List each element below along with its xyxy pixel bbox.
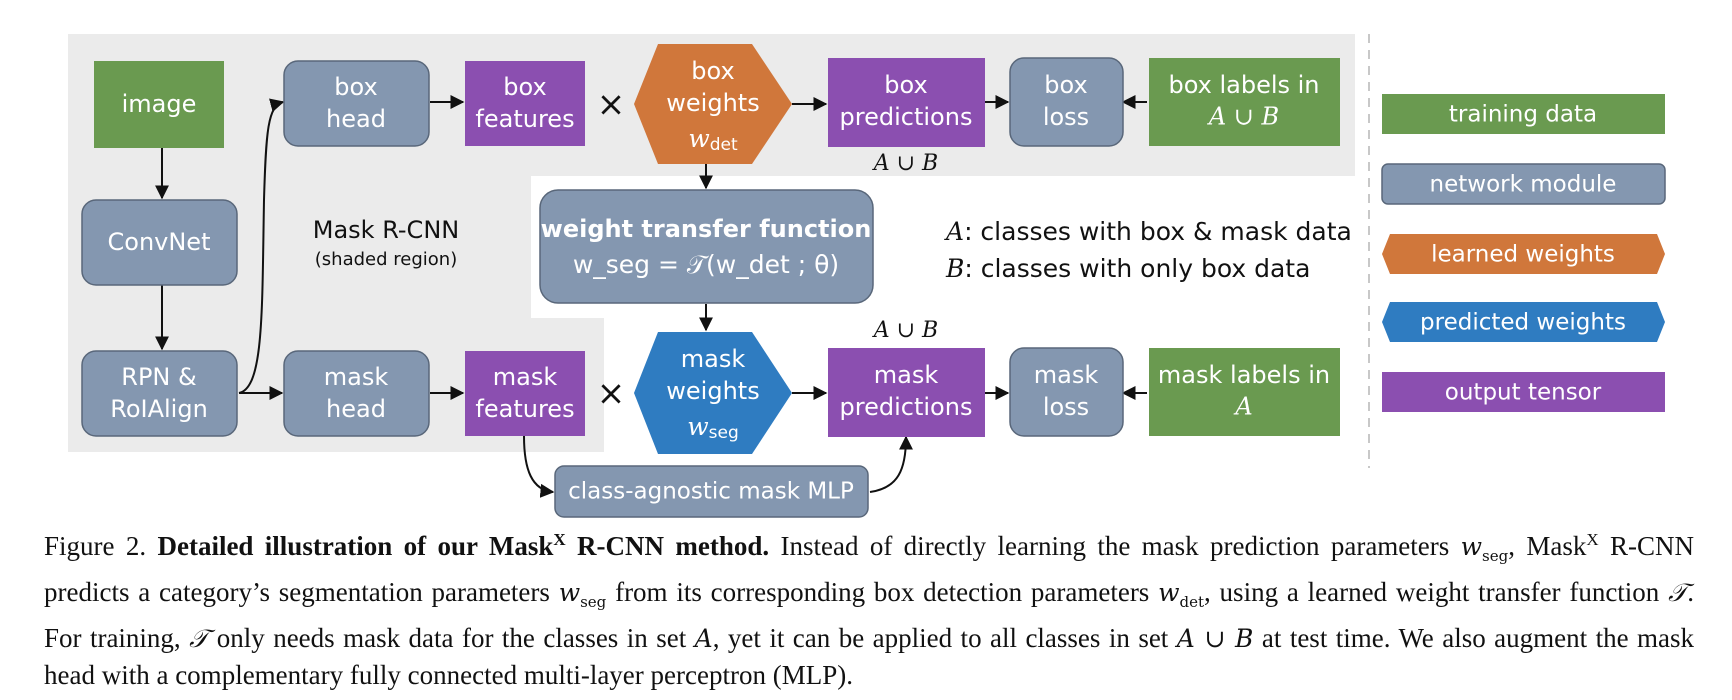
caption-title: Detailed illustration of our MaskX R-CNN…: [157, 530, 770, 561]
legend-predicted-weights-label: predicted weights: [1420, 310, 1626, 336]
mlp-node: class-agnostic mask MLP: [554, 465, 869, 518]
rpn-roialign-node: RPN & RoIAlign: [81, 350, 238, 437]
mask-weights-node: mask weights wseg: [634, 332, 792, 454]
weight-transfer-function-node: weight transfer function w_seg = 𝒯(w_det…: [539, 189, 874, 304]
mask-features-node: mask features: [465, 351, 585, 436]
mask-loss-label-line1: mask: [1034, 361, 1099, 389]
mask-labels-set: A: [1233, 393, 1252, 421]
box-loss-node: box loss: [1009, 57, 1124, 147]
legend: training data network module learned wei…: [1381, 94, 1666, 412]
box-weights-label-line1: box: [691, 57, 734, 85]
box-labels-node: box labels in A ∪ B: [1149, 58, 1340, 146]
rpn-label-line1: RPN &: [121, 363, 196, 391]
caption-text-7: only needs mask data for the classes in …: [216, 623, 687, 653]
box-weights-symbol: wdet: [688, 124, 738, 156]
convnet-label: ConvNet: [108, 228, 211, 256]
mask-loss-label-line2: loss: [1043, 393, 1089, 421]
legend-network-module: network module: [1381, 163, 1666, 205]
image-node: image: [94, 61, 224, 148]
mask-labels-node: mask labels in A: [1149, 348, 1340, 436]
caption-w-det: wdet: [1158, 578, 1205, 611]
box-features-label-line1: box: [503, 73, 546, 101]
mask-weights-symbol: wseg: [687, 412, 739, 444]
mask-predictions-node: mask predictions: [828, 348, 985, 437]
mask-head-node: mask head: [283, 350, 430, 437]
legend-learned-weights: learned weights: [1382, 234, 1665, 274]
mask-labels-label-line1: mask labels in: [1158, 361, 1330, 389]
rpn-label-line2: RoIAlign: [110, 395, 208, 423]
box-predictions-label-line2: predictions: [840, 103, 973, 131]
set-label-top: A ∪ B: [872, 151, 938, 176]
legend-network-module-label: network module: [1430, 172, 1617, 198]
legend-learned-weights-label: learned weights: [1431, 242, 1615, 268]
set-label-mid: A ∪ B: [872, 318, 938, 343]
box-features-label-line2: features: [475, 105, 574, 133]
caption-text-4: from its corresponding box detection par…: [615, 577, 1150, 607]
legend-output-tensor-label: output tensor: [1445, 380, 1602, 406]
image-label: image: [122, 90, 197, 118]
box-weights-label-line2: weights: [666, 89, 759, 117]
caption-text-9: at test time. We also augment the mask h…: [44, 623, 1694, 690]
box-predictions-label-line1: box: [884, 71, 927, 99]
box-labels-label-line1: box labels in: [1168, 71, 1319, 99]
mask-head-label-line2: head: [326, 395, 386, 423]
box-head-node: box head: [283, 60, 430, 147]
definition-a: A: classes with box & mask data: [944, 217, 1352, 247]
caption-text-3: R-CNN predicts a category’s segmentation…: [44, 531, 1694, 607]
caption-w-seg-1: wseg: [1460, 532, 1509, 565]
caption-text-8: , yet it can be applied to all classes i…: [712, 623, 1169, 653]
figure-caption: Figure 2. Detailed illustration of our M…: [44, 528, 1694, 693]
caption-T-2: 𝒯: [189, 624, 209, 653]
multiply-symbol-box: ×: [597, 85, 626, 125]
legend-predicted-weights: predicted weights: [1382, 302, 1665, 342]
box-loss-label-line2: loss: [1043, 103, 1089, 131]
arrow-maskfeatures-mlp: [523, 435, 555, 498]
caption-T-1: 𝒯: [1668, 578, 1688, 607]
mask-predictions-label-line2: predictions: [840, 393, 973, 421]
caption-text-2: , Mask: [1508, 531, 1587, 561]
mask-head-label-line1: mask: [324, 363, 389, 391]
wtf-formula: w_seg = 𝒯(w_det ; θ): [573, 250, 839, 279]
caption-text-5: , using a learned weight transfer functi…: [1204, 577, 1660, 607]
caption-set-aub: A ∪ B: [1176, 624, 1254, 653]
legend-output-tensor: output tensor: [1382, 372, 1665, 412]
convnet-node: ConvNet: [81, 199, 238, 286]
caption-text-1: Instead of directly learning the mask pr…: [780, 531, 1450, 561]
caption-text-6: . For training,: [44, 577, 1694, 653]
region-subtitle: (shaded region): [315, 249, 457, 270]
arrow-mlp-maskpred: [869, 435, 913, 493]
legend-training-data: training data: [1382, 94, 1665, 134]
legend-training-data-label: training data: [1449, 102, 1597, 128]
mask-features-label-line1: mask: [493, 363, 558, 391]
caption-set-a: A: [694, 624, 713, 653]
box-loss-label-line1: box: [1044, 71, 1087, 99]
mask-features-label-line2: features: [475, 395, 574, 423]
box-head-label-line2: head: [326, 105, 386, 133]
mask-weights-label-line1: mask: [681, 345, 746, 373]
mlp-label: class-agnostic mask MLP: [568, 479, 854, 505]
box-weights-node: box weights wdet: [634, 44, 792, 164]
box-predictions-node: box predictions: [828, 58, 985, 147]
caption-label: Figure 2.: [44, 531, 147, 561]
definition-b: B: classes with only box data: [945, 254, 1310, 284]
arrow-rpn-boxhead: [238, 98, 285, 394]
caption-w-seg-2: wseg: [558, 578, 607, 611]
region-title: Mask R-CNN: [313, 216, 459, 244]
box-features-node: box features: [465, 61, 585, 146]
wtf-title: weight transfer function: [541, 215, 872, 243]
box-labels-set: A ∪ B: [1207, 103, 1279, 131]
method-diagram: image ConvNet RPN & RoIAlign box head bo…: [68, 34, 1666, 518]
mask-weights-label-line2: weights: [666, 377, 759, 405]
mask-loss-node: mask loss: [1009, 347, 1124, 437]
multiply-symbol-mask: ×: [597, 374, 626, 414]
caption-sup-2: X: [1586, 530, 1599, 549]
mask-predictions-label-line1: mask: [874, 361, 939, 389]
box-head-label-line1: box: [334, 73, 377, 101]
